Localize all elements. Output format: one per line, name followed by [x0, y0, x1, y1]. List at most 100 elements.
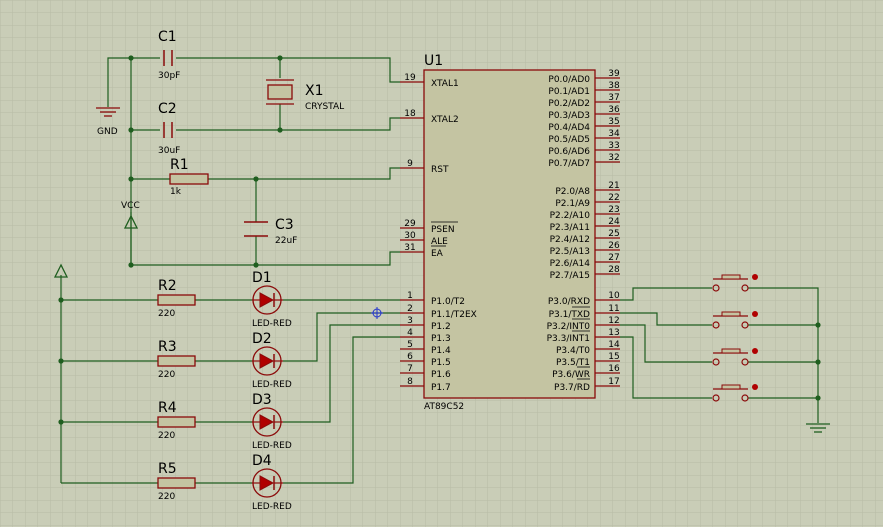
mcu-pin-name: RST — [431, 165, 449, 175]
c3-ref: C3 — [275, 217, 294, 233]
mcu-pin-name: P0.7/AD7 — [548, 159, 590, 169]
mcu-pin-number: 27 — [608, 253, 619, 263]
mcu-pin-number: 15 — [608, 352, 619, 362]
mcu-pin-name: P2.3/A11 — [550, 223, 590, 233]
mcu-pin-number: 9 — [407, 159, 413, 169]
resistor-r2[interactable] — [157, 294, 196, 306]
resistor-r1[interactable] — [169, 173, 209, 185]
capacitor-c1[interactable] — [163, 50, 173, 66]
resistor-value: 220 — [158, 370, 175, 380]
mcu-pin-name: PSEN — [431, 225, 455, 235]
mcu-pin-number: 25 — [608, 229, 619, 239]
c1-value: 30pF — [158, 71, 180, 81]
led-value: LED-RED — [252, 502, 292, 512]
mcu-pin-number: 36 — [608, 105, 620, 115]
gnd-symbol-buttons[interactable] — [806, 423, 830, 433]
capacitor-c2[interactable] — [163, 122, 173, 138]
mcu-pin-number: 38 — [608, 81, 620, 91]
mcu-pin-name: P2.4/A12 — [550, 235, 590, 245]
mcu-pin-name: XTAL1 — [431, 79, 459, 89]
mcu-pin-number: 33 — [608, 141, 619, 151]
mcu-pin-number: 4 — [407, 328, 413, 338]
mcu-pin-name: P3.2/INT0 — [547, 322, 591, 332]
gnd-label: GND — [97, 127, 118, 137]
crystal-x1[interactable] — [266, 79, 294, 105]
led-ref: D2 — [252, 331, 272, 347]
mcu-pin-number: 14 — [608, 340, 620, 350]
push-button[interactable] — [712, 348, 758, 366]
push-button[interactable] — [712, 274, 758, 292]
push-button[interactable] — [712, 384, 758, 402]
x1-ref: X1 — [305, 83, 324, 99]
mcu-pin-name: P3.6/WR — [552, 370, 590, 380]
mcu-pin-name: P3.3/INT1 — [547, 334, 590, 344]
mcu-body[interactable] — [423, 69, 596, 399]
c1-ref: C1 — [158, 29, 177, 45]
crosshair-cursor-icon — [371, 307, 383, 319]
mcu-pin-name: P1.1/T2EX — [431, 310, 477, 320]
mcu-pin-name: P0.6/AD6 — [548, 147, 590, 157]
c2-value: 30uF — [158, 146, 180, 156]
mcu-pin-name: EA — [431, 249, 444, 259]
gnd-symbol[interactable] — [96, 107, 120, 117]
mcu-pin-name: P1.3 — [431, 334, 451, 344]
led-d3[interactable] — [252, 407, 283, 437]
resistor-r5[interactable] — [157, 477, 196, 489]
capacitor-c3[interactable] — [244, 221, 268, 237]
led-d2[interactable] — [252, 346, 283, 376]
vcc-symbol[interactable] — [123, 214, 139, 229]
r1-ref: R1 — [170, 157, 189, 173]
mcu-pin-number: 13 — [608, 328, 619, 338]
led-value: LED-RED — [252, 380, 292, 390]
mcu-pin-number: 6 — [407, 352, 413, 362]
mcu-pin-number: 7 — [407, 364, 413, 374]
mcu-pin-number: 31 — [404, 243, 415, 253]
resistor-value: 220 — [158, 492, 175, 502]
mcu-pin-name: P2.0/A8 — [555, 187, 590, 197]
power-terminal-led-rail[interactable] — [53, 263, 69, 278]
push-button[interactable] — [712, 311, 758, 329]
mcu-pin-name: P0.0/AD0 — [548, 75, 590, 85]
mcu-pin-number: 26 — [608, 241, 620, 251]
mcu-pin-name: P3.0/RXD — [548, 297, 590, 307]
mcu-pin-name: P3.1/TXD — [549, 310, 590, 320]
mcu-pin-number: 17 — [608, 377, 619, 387]
led-value: LED-RED — [252, 319, 292, 329]
mcu-pin-name: P2.1/A9 — [555, 199, 590, 209]
resistor-value: 220 — [158, 309, 175, 319]
mcu-pin-name: P2.2/A10 — [550, 211, 591, 221]
mcu-pin-name: P3.7/RD — [554, 383, 590, 393]
mcu-pin-name: P1.4 — [431, 346, 451, 356]
led-d1[interactable] — [252, 285, 283, 315]
mcu-pin-name: P0.2/AD2 — [548, 99, 590, 109]
c3-value: 22uF — [275, 236, 297, 246]
resistor-ref: R4 — [158, 400, 177, 416]
led-value: LED-RED — [252, 441, 292, 451]
mcu-pin-number: 37 — [608, 93, 619, 103]
junction-dots — [58, 55, 821, 425]
mcu-pin-name: P1.5 — [431, 358, 451, 368]
mcu-left-pins: 19XTAL118XTAL29RST29PSEN30ALE31EA1P1.0/T… — [400, 73, 477, 393]
resistor-r3[interactable] — [157, 355, 196, 367]
mcu-pin-number: 5 — [407, 340, 413, 350]
led-ref: D4 — [252, 453, 272, 469]
mcu-pin-name: P0.3/AD3 — [548, 111, 590, 121]
mcu-pin-number: 16 — [608, 364, 620, 374]
x1-value: CRYSTAL — [305, 102, 344, 112]
led-rows: R2220D1LED-REDR3220D2LED-REDR4220D3LED-R… — [157, 270, 292, 512]
overbars — [431, 221, 590, 380]
mcu-pin-number: 3 — [407, 316, 413, 326]
led-d4[interactable] — [252, 468, 283, 498]
mcu-pin-number: 28 — [608, 265, 620, 275]
mcu-pin-number: 29 — [404, 219, 416, 229]
mcu-pin-name: P2.6/A14 — [550, 259, 591, 269]
resistor-r4[interactable] — [157, 416, 196, 428]
push-buttons — [712, 274, 758, 402]
mcu-ref: U1 — [424, 53, 443, 69]
wires — [60, 57, 819, 484]
mcu-pin-name: P0.1/AD1 — [548, 87, 590, 97]
mcu-pin-number: 21 — [608, 181, 619, 191]
mcu-pin-number: 2 — [407, 304, 413, 314]
mcu-pin-name: P1.0/T2 — [431, 297, 465, 307]
